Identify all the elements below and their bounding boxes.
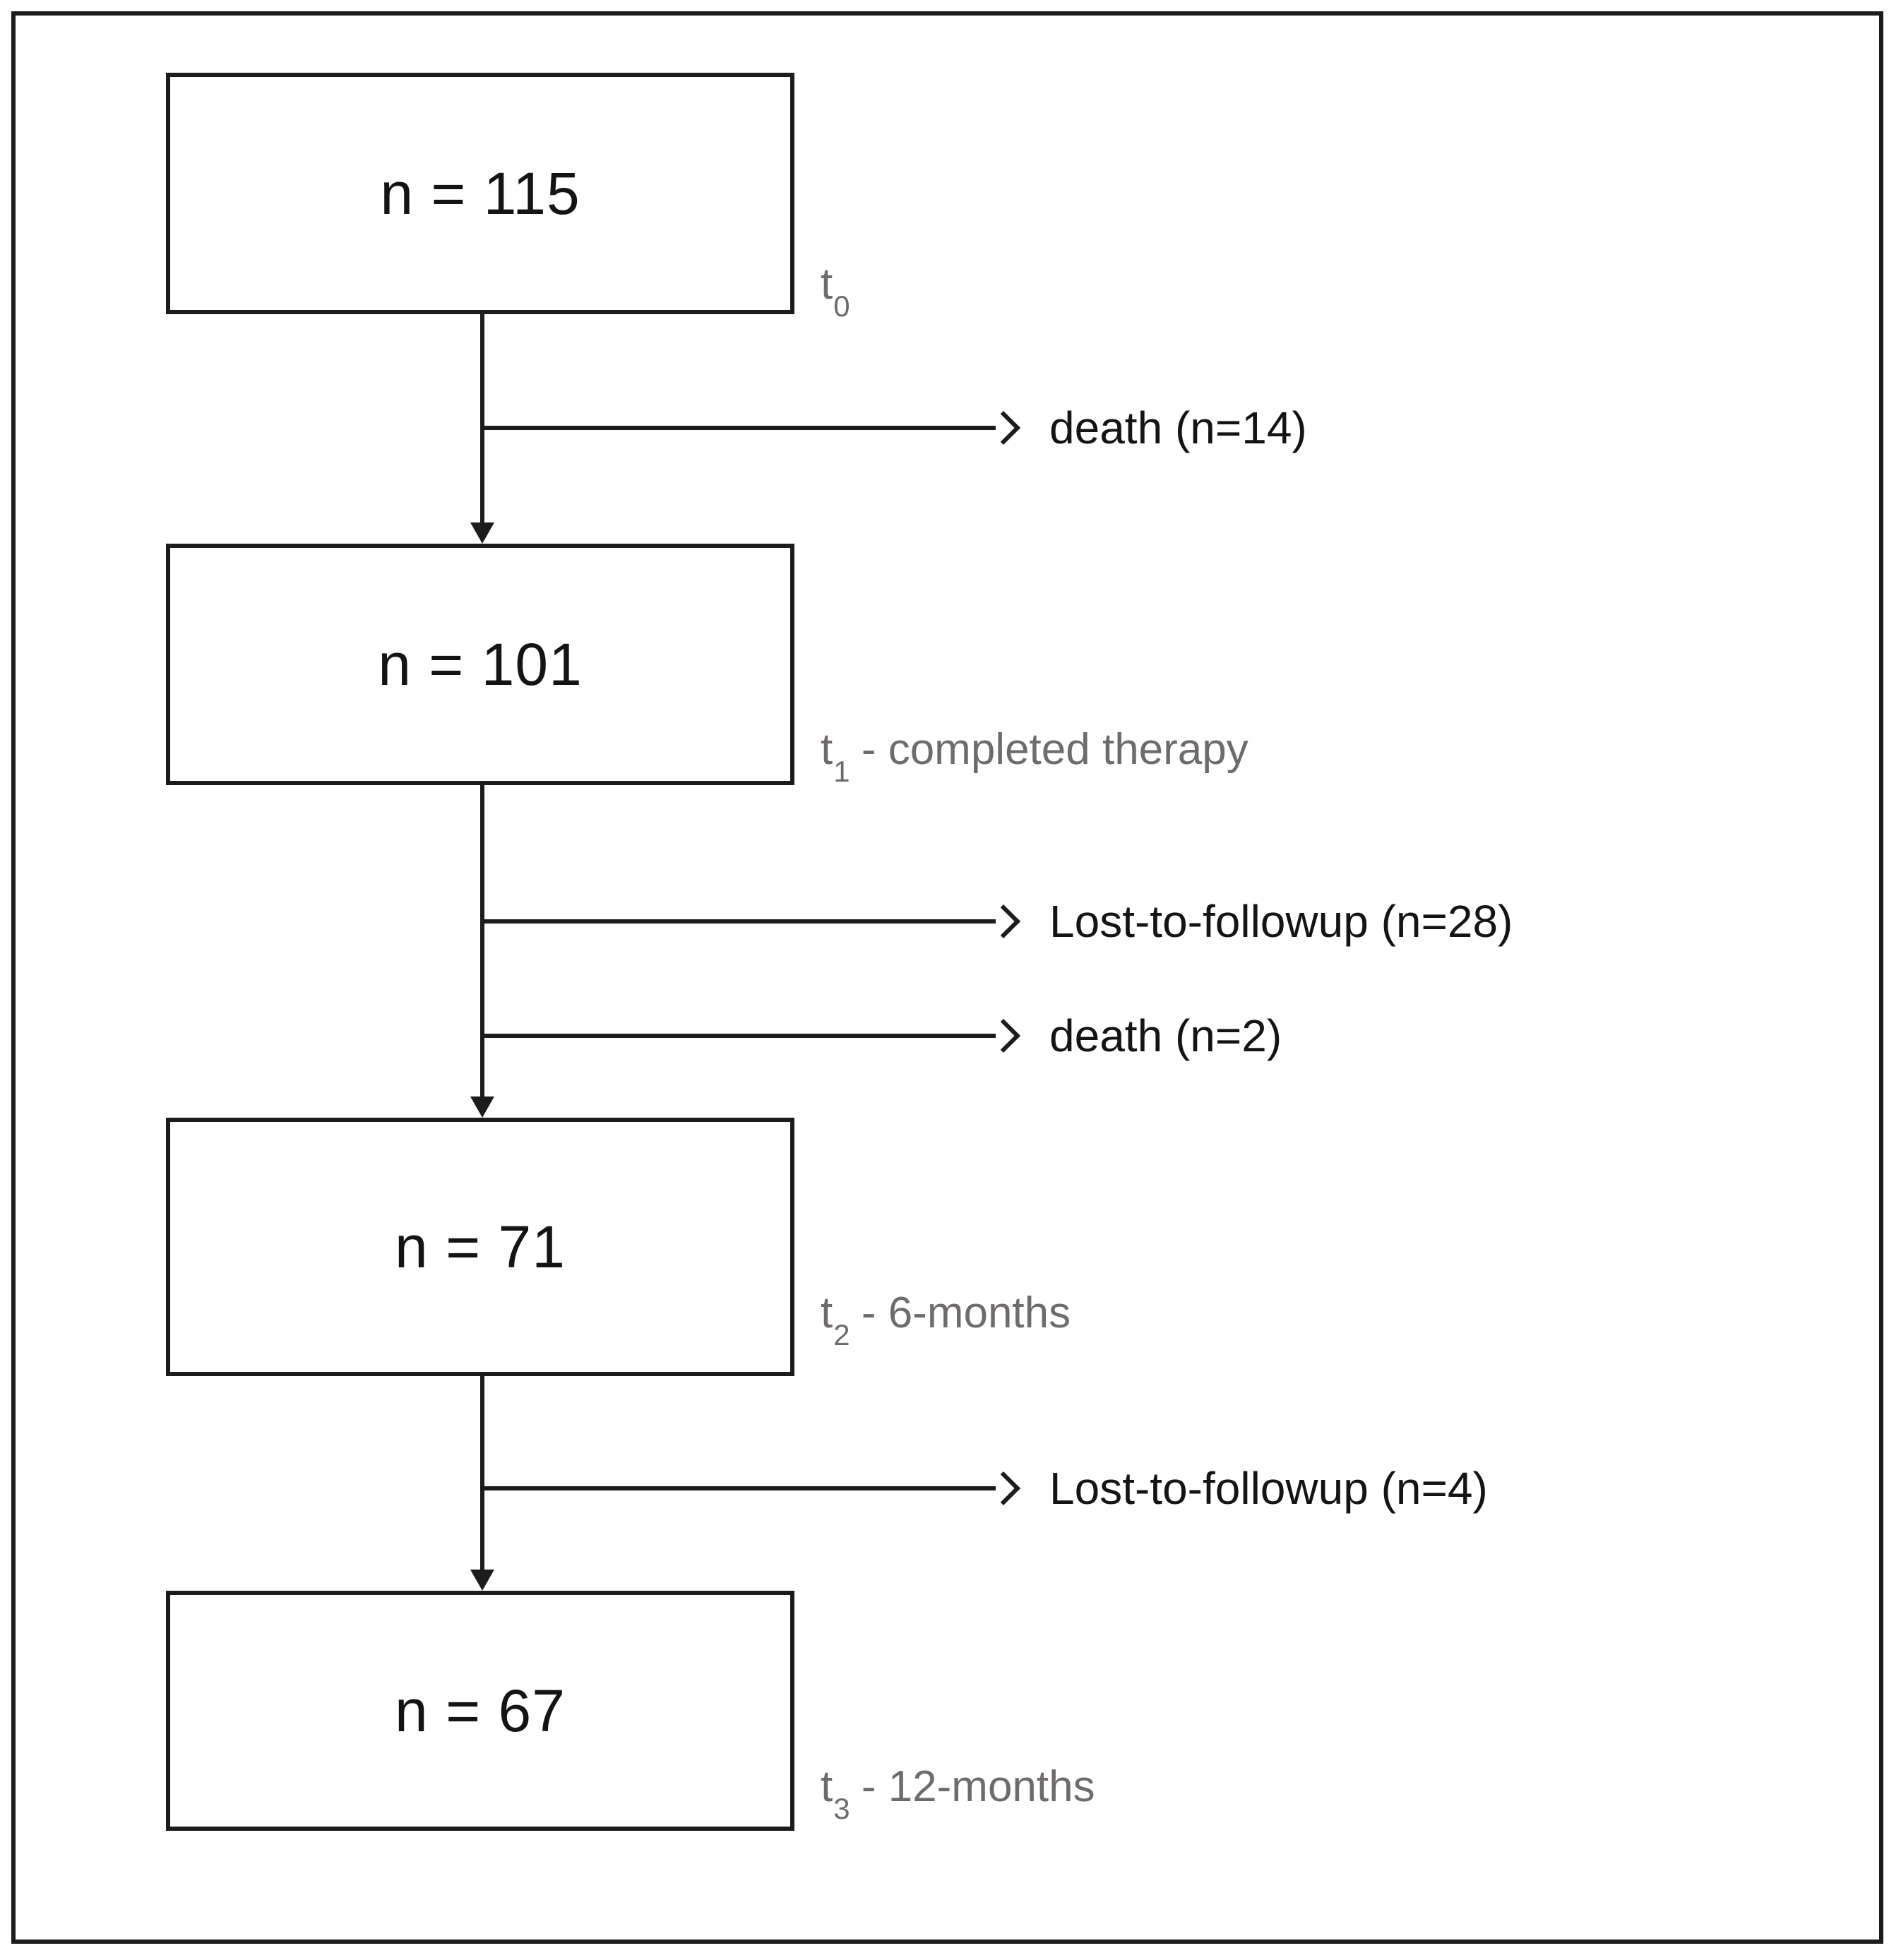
- stage-description: - 6-months: [849, 1289, 1071, 1337]
- branch-label-lost-4: Lost-to-followup (n=4): [1049, 1463, 1488, 1514]
- flow-box-t2-value: n = 71: [395, 1213, 566, 1280]
- stage-symbol: t: [821, 725, 833, 774]
- branch-line-death-14: [482, 426, 996, 430]
- flow-box-t1: n = 101: [166, 544, 794, 785]
- flow-box-t2: n = 71: [166, 1118, 794, 1376]
- down-arrowhead-icon: [470, 522, 494, 544]
- stage-label-t3: t3 - 12-months: [821, 1762, 1095, 1824]
- flow-box-t3: n = 67: [166, 1591, 794, 1831]
- stage-description: - completed therapy: [849, 725, 1249, 774]
- stage-symbol: t: [821, 1289, 833, 1337]
- connector-line-t0-t1: [480, 314, 484, 525]
- branch-line-lost-28: [482, 919, 996, 924]
- stage-label-t1: t1 - completed therapy: [821, 725, 1249, 787]
- flow-box-t3-value: n = 67: [395, 1677, 566, 1744]
- branch-label-lost-28: Lost-to-followup (n=28): [1049, 896, 1513, 947]
- flow-box-t0-value: n = 115: [380, 160, 580, 227]
- stage-subscript: 3: [833, 1792, 850, 1826]
- branch-line-lost-4: [482, 1486, 996, 1490]
- flow-box-t0: n = 115: [166, 73, 794, 314]
- stage-subscript: 2: [833, 1318, 850, 1352]
- branch-label-death-2: death (n=2): [1049, 1010, 1282, 1061]
- branch-label-death-14: death (n=14): [1049, 402, 1307, 453]
- branch-line-death-2: [482, 1034, 996, 1038]
- down-arrowhead-icon: [470, 1096, 494, 1118]
- stage-subscript: 0: [833, 289, 850, 323]
- stage-label-t0: t0: [821, 260, 850, 321]
- connector-line-t2-t3: [480, 1376, 484, 1572]
- stage-symbol: t: [821, 1762, 833, 1811]
- flow-box-t1-value: n = 101: [378, 631, 583, 698]
- stage-label-t2: t2 - 6-months: [821, 1289, 1071, 1350]
- stage-subscript: 1: [833, 755, 850, 789]
- stage-symbol: t: [821, 260, 833, 309]
- connector-line-t1-t2: [480, 785, 484, 1099]
- stage-description: - 12-months: [849, 1762, 1095, 1811]
- down-arrowhead-icon: [470, 1570, 494, 1591]
